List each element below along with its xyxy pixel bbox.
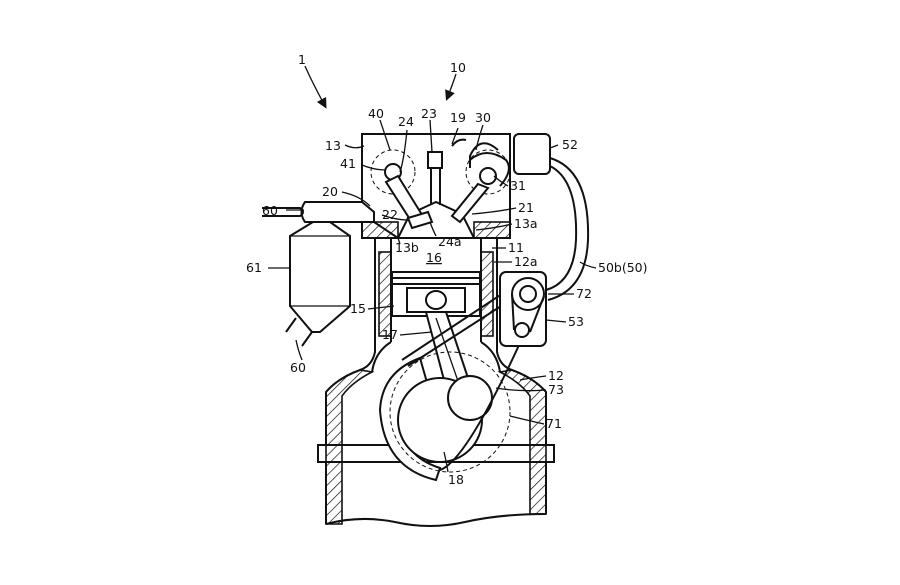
- label-head-face: 13a: [514, 216, 538, 231]
- break-line: [325, 513, 547, 527]
- label-exhaust-port: 20: [322, 184, 338, 199]
- label-block: 12: [548, 368, 564, 383]
- spark-plug-top: [427, 151, 443, 169]
- label-engine: 1: [298, 52, 306, 67]
- label-exhaust-valve: 22: [382, 207, 398, 222]
- label-rod: 17: [382, 327, 398, 342]
- label-catalyst: 61: [246, 260, 262, 275]
- label-valve-ex: 40: [368, 106, 384, 121]
- label-cylinder-head: 13: [325, 138, 341, 153]
- crank-sweep: [389, 351, 511, 473]
- gasket-curve: [451, 138, 467, 147]
- pump-box: [513, 133, 551, 175]
- label-injector: 24: [398, 114, 414, 129]
- block-wall-left: [325, 369, 375, 525]
- pulley-inner: [519, 285, 537, 303]
- hose-inner: [545, 165, 578, 291]
- tensioner-arm-left: [511, 293, 515, 331]
- label-spark-plug: 23: [421, 106, 437, 121]
- label-chamber: 16: [426, 250, 442, 265]
- label-pump: 52: [562, 137, 578, 152]
- exhaust-valve-head: [406, 210, 434, 230]
- cylinder-liner-right: [480, 251, 494, 337]
- exhaust-port-edge: [373, 221, 399, 239]
- leader-lines: [268, 65, 597, 473]
- bore-flare-right: [480, 341, 501, 373]
- intake-cam-lobe: [469, 152, 510, 187]
- piston-pin: [425, 290, 447, 310]
- tensioner-arm-right: [529, 295, 545, 333]
- catalyst-body: [289, 221, 351, 333]
- tensioner-pin: [514, 322, 530, 338]
- label-tensioner: 53: [568, 314, 584, 329]
- exhaust-cam-circle: [370, 149, 416, 195]
- label-pipe-lower: 60: [290, 360, 306, 375]
- label-belt: 73: [548, 382, 564, 397]
- catalyst-outlet: [285, 317, 313, 347]
- label-cylinder: 11: [508, 240, 524, 255]
- intake-cam-hub: [479, 167, 497, 185]
- label-sprocket: 71: [546, 416, 562, 431]
- intake-cam-circle: [465, 149, 511, 195]
- label-exhaust-cam: 41: [340, 156, 356, 171]
- intake-valve-stem: [450, 182, 490, 224]
- block-wall-right: [497, 369, 547, 515]
- label-hose: 50b(50): [598, 260, 648, 275]
- label-head-assembly: 10: [450, 60, 466, 75]
- label-head-gasket: 19: [450, 110, 466, 125]
- cylinder-liner-left: [378, 251, 392, 337]
- label-piston: 15: [350, 301, 366, 316]
- label-intake-cam: 31: [510, 178, 526, 193]
- intake-lobe-curve: [469, 142, 499, 168]
- head-hatch-left: [361, 221, 399, 239]
- label-cavity: 24a: [438, 234, 462, 249]
- label-pipe-upper: 60: [262, 203, 278, 218]
- label-pulley: 72: [576, 286, 592, 301]
- label-head-face-b: 13b: [395, 240, 419, 255]
- exhaust-port: [300, 201, 375, 223]
- label-intake-port: 21: [518, 200, 534, 215]
- label-crank: 18: [448, 472, 464, 487]
- bore-flare-left: [371, 341, 392, 373]
- exhaust-pipe-upper: [262, 207, 304, 217]
- label-valve-in: 30: [475, 110, 491, 125]
- hose-outer: [547, 157, 590, 301]
- crankpin: [447, 375, 493, 421]
- label-cyl-wall: 12a: [514, 254, 538, 269]
